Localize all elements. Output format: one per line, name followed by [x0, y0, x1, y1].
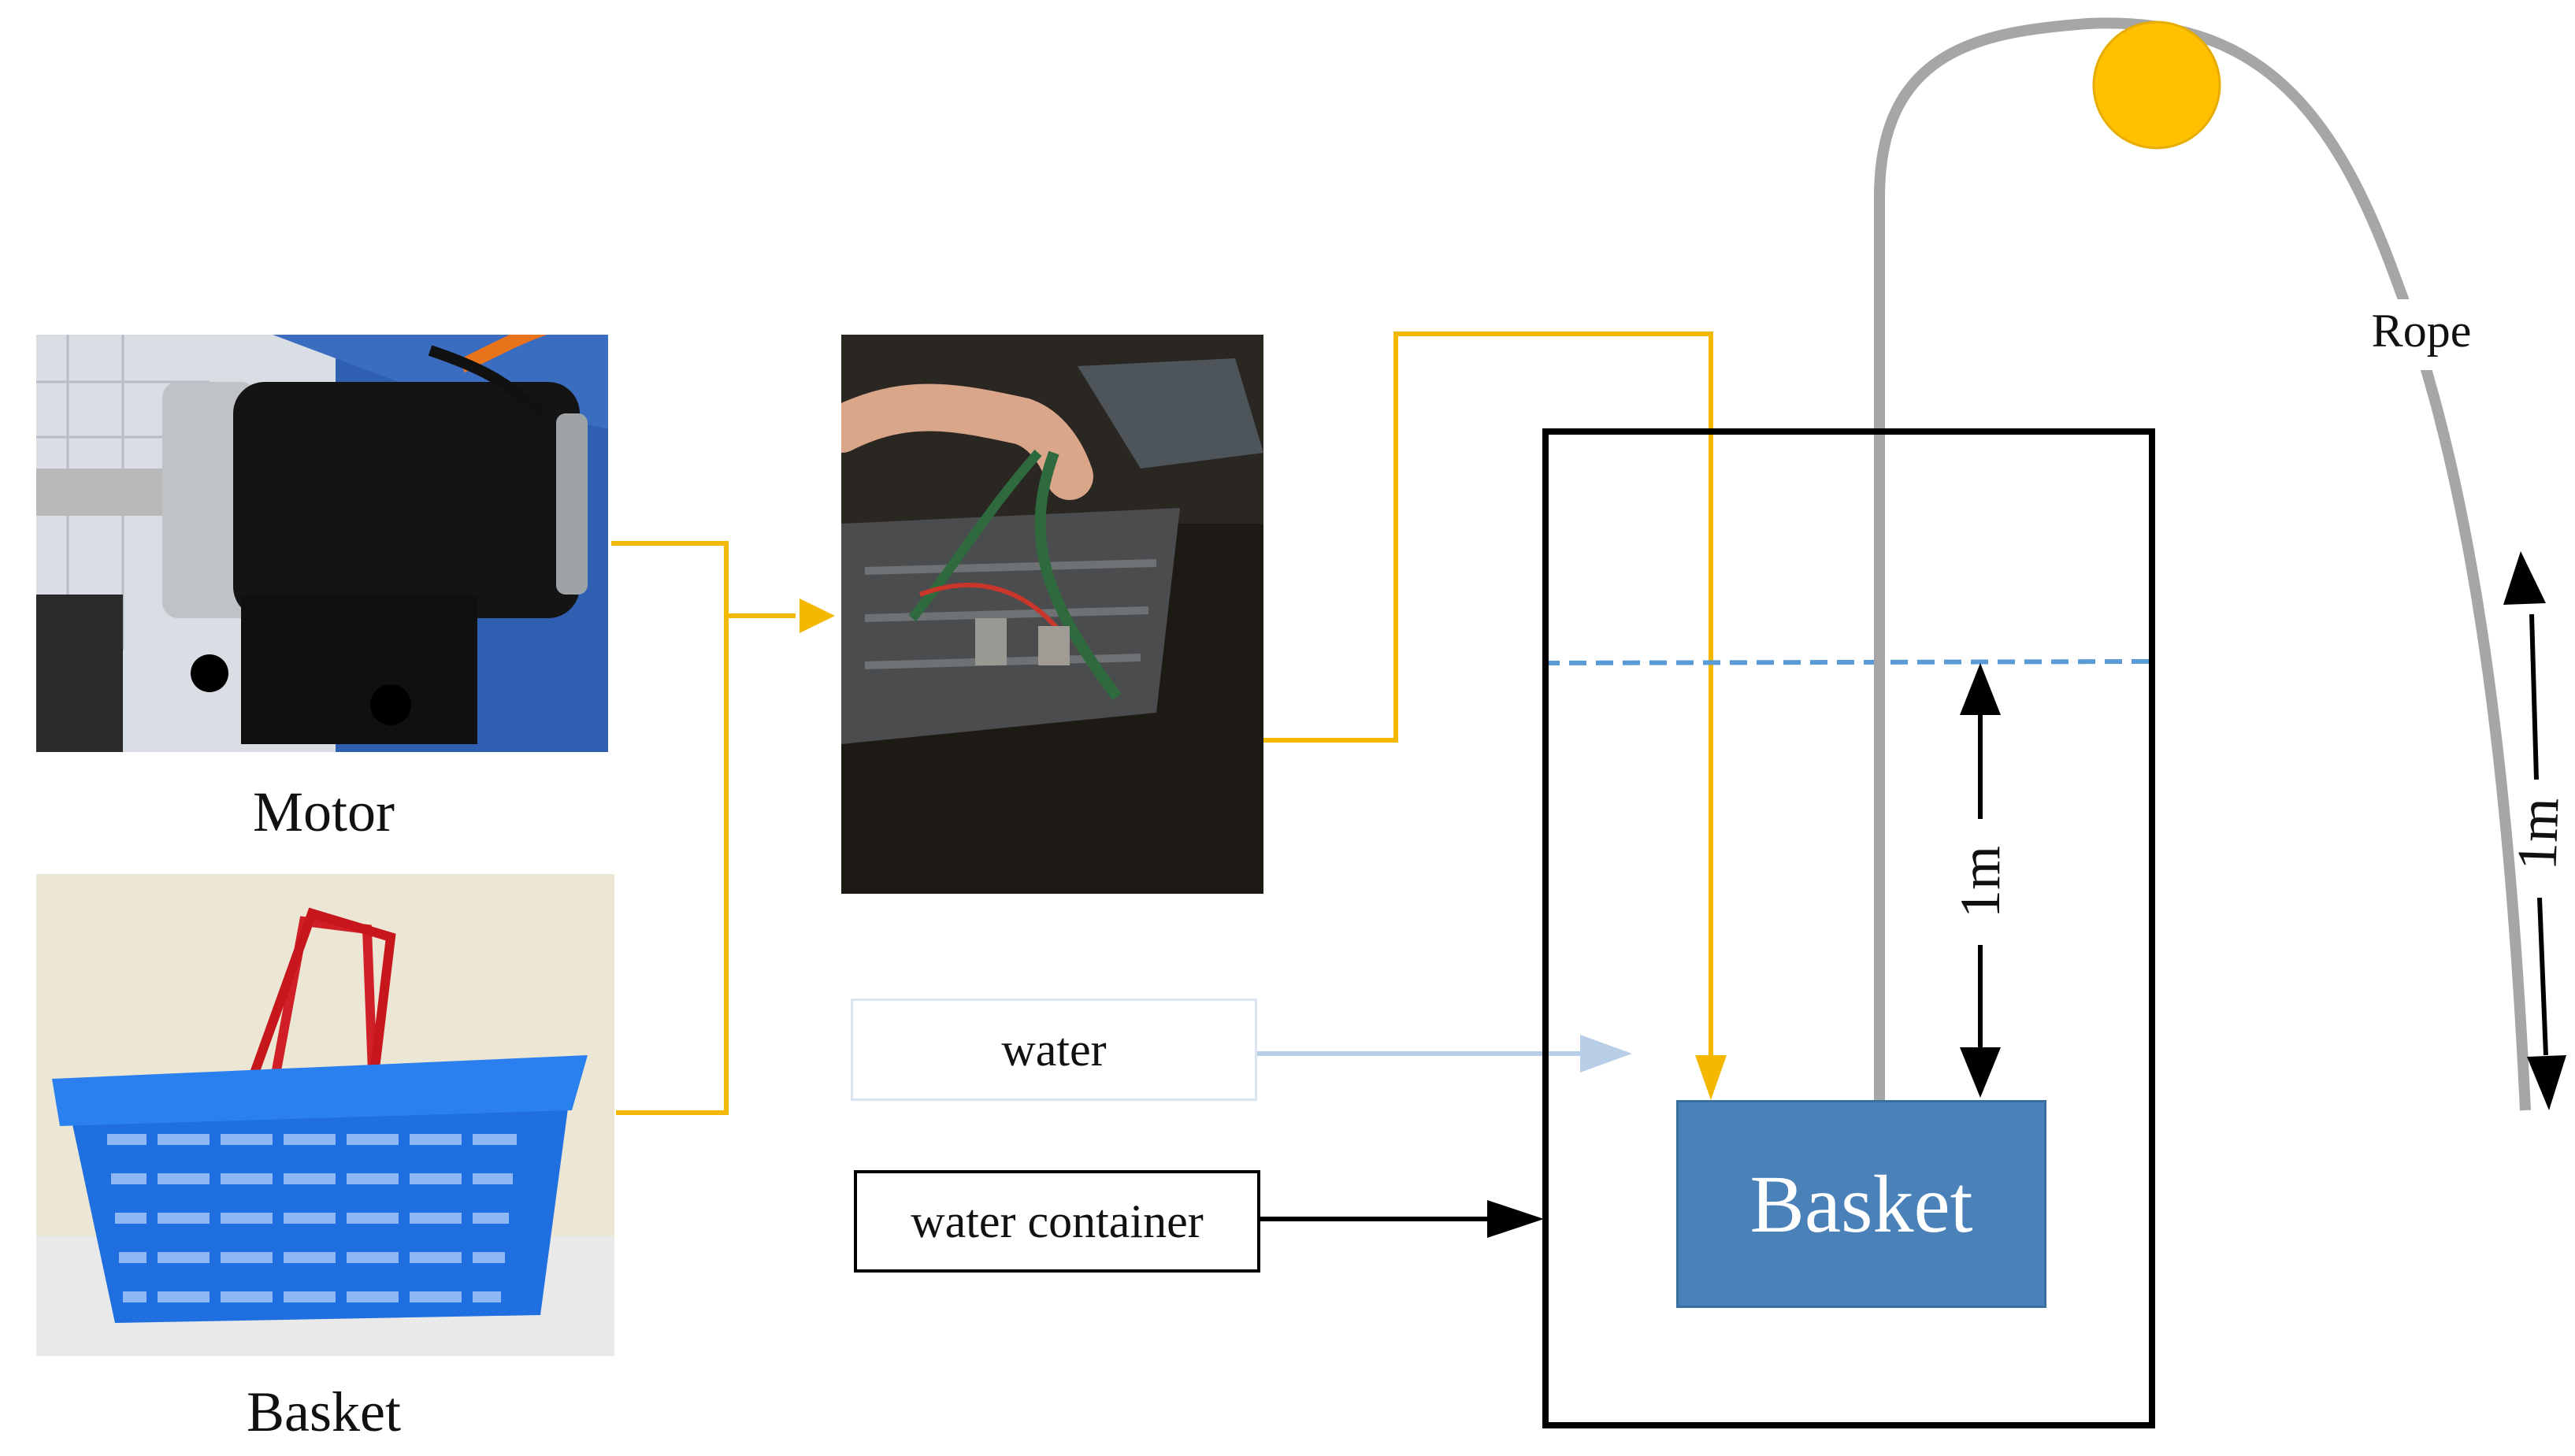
motor-photo — [36, 335, 608, 752]
insert-basket-line — [1263, 332, 1713, 1059]
photo-merge-line — [611, 541, 729, 1115]
water-arrowhead — [1580, 1035, 1632, 1073]
merge-arrowhead — [800, 598, 835, 633]
insert-basket-arrowhead — [1695, 1055, 1727, 1100]
depth-label-inside: 1m — [1949, 846, 2012, 918]
rope-label-bg — [2355, 299, 2489, 370]
rope-label: Rope — [2372, 305, 2472, 357]
water-container — [1542, 428, 2155, 1428]
rope-depth-arrow-upper — [2529, 613, 2539, 780]
basket-caption: Basket — [247, 1380, 401, 1443]
rope-line — [1874, 17, 2531, 1111]
rope-depth-arrowhead-down — [2527, 1055, 2566, 1110]
rope-depth-arrow-lower — [2537, 897, 2548, 1056]
submerged-basket-photo — [841, 335, 1263, 894]
water-level-line — [1542, 659, 2151, 665]
water-label: water — [851, 998, 1257, 1101]
depth-arrowhead-up — [1960, 663, 2001, 715]
pulley — [2092, 20, 2221, 150]
motor-illustration — [36, 335, 608, 752]
motor-caption: Motor — [253, 780, 395, 843]
basket-illustration — [36, 874, 614, 1356]
water-container-label: water container — [854, 1170, 1260, 1273]
depth-arrowhead-down — [1960, 1047, 2001, 1098]
basket-block: Basket — [1676, 1100, 2046, 1308]
rope-depth-arrowhead-up — [2503, 551, 2546, 605]
submerged-basket-illustration — [841, 335, 1263, 894]
depth-label-rope: 1m — [2505, 797, 2570, 872]
container-arrowhead — [1487, 1200, 1544, 1238]
basket-photo — [36, 874, 614, 1356]
